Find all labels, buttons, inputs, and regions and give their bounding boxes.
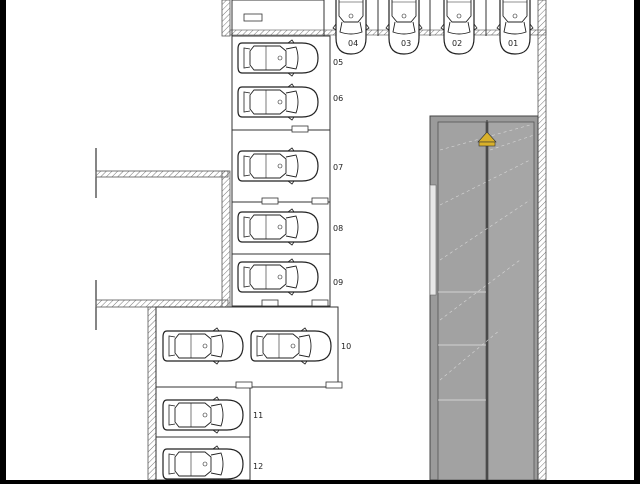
spot-label: 07 (333, 163, 343, 172)
spot-label: 04 (348, 39, 358, 48)
car-symbol (237, 39, 319, 77)
car-symbol (250, 327, 332, 365)
spot-labels: 01 02 03 04 05 06 07 08 09 10 11 12 (253, 39, 518, 471)
spot-label: 06 (333, 94, 343, 103)
car-symbol (162, 445, 244, 483)
car-symbol (162, 327, 244, 365)
spot-label: 05 (333, 58, 343, 67)
spot-label: 03 (401, 39, 411, 48)
spot-label: 02 (452, 39, 462, 48)
spot-label: 09 (333, 278, 343, 287)
car-symbol (237, 83, 319, 121)
ramp (429, 115, 539, 481)
column-markers (235, 13, 343, 389)
car-symbol (237, 258, 319, 296)
car-symbol (237, 208, 319, 246)
spot-label: 11 (253, 411, 263, 420)
car-symbol (162, 396, 244, 434)
spot-label: 12 (253, 462, 263, 471)
spot-label: 10 (341, 342, 351, 351)
car-symbol (237, 147, 319, 185)
spot-label: 08 (333, 224, 343, 233)
spot-label: 01 (508, 39, 518, 48)
